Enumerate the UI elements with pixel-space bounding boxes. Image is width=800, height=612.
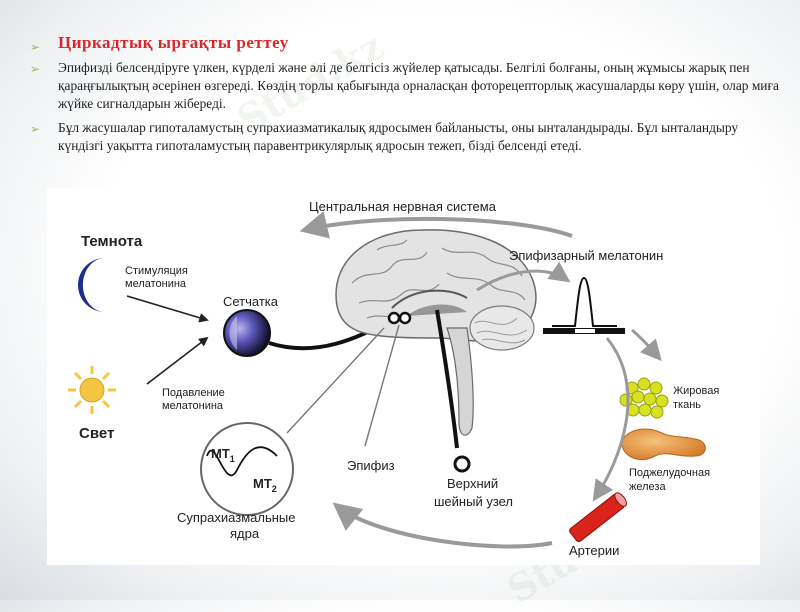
stimulation-label-2: мелатонина <box>125 278 187 290</box>
bullet-arrow-icon: ➢ <box>30 40 41 54</box>
scn-pointer-line <box>286 327 385 434</box>
artery-icon <box>569 492 627 543</box>
ganglion-label-2: шейный узел <box>434 494 513 509</box>
fat-label-2: ткань <box>673 399 701 411</box>
bullet-arrow-icon: ➢ <box>30 122 41 136</box>
to-arteries-arrow <box>592 337 630 502</box>
moon-icon <box>78 258 105 312</box>
bullet-text: Эпифизді белсендіруге үлкен, күрделі жән… <box>58 60 779 111</box>
slide-heading: Циркадтық ырғақты реттеу <box>58 33 289 52</box>
sympathetic-pathway <box>435 309 459 449</box>
fat-label-1: Жировая <box>673 385 719 397</box>
cns-label: Центральная нервная система <box>309 199 497 214</box>
mt-receptor-circle <box>200 422 294 516</box>
ganglion-label-1: Верхний <box>447 476 498 491</box>
melatonin-bar-window <box>575 329 595 333</box>
darkness-label: Темнота <box>81 233 143 250</box>
suppression-label-2: мелатонина <box>162 400 224 412</box>
to-fat-arrow <box>631 328 662 362</box>
bullet-list: ➢ Циркадтық ырғақты реттеу ➢ Эпифизді бе… <box>30 34 780 161</box>
scn-label-2: ядра <box>230 526 260 541</box>
ganglion-icon <box>453 455 471 473</box>
pancreas-label-2: железа <box>629 481 666 493</box>
stimulation-label-1: Стимуляция <box>125 265 188 277</box>
pineal-pointer-line <box>364 324 400 447</box>
light-label: Свет <box>79 425 114 442</box>
suppression-arrow <box>146 336 209 385</box>
brain-icon <box>335 229 537 436</box>
pineal-melatonin-label: Эпифизарный мелатонин <box>509 248 663 263</box>
pineal-output-arrow <box>476 261 571 292</box>
pineal-label: Эпифиз <box>347 458 395 473</box>
diagram-canvas: Темнота Стимуляция мелатонина Свет Подав… <box>68 199 719 558</box>
stimulation-arrow <box>126 295 209 323</box>
mt1-label: MT1 <box>211 446 235 464</box>
bullet-arrow-icon: ➢ <box>30 62 41 76</box>
feedback-arrow <box>332 502 553 549</box>
bullet-text: Бұл жасушалар гипоталамустың супрахиазма… <box>58 120 739 153</box>
fat-cells-icon <box>619 377 669 419</box>
pancreas-label-1: Поджелудочная <box>629 467 710 479</box>
cns-arrow <box>299 211 573 239</box>
bullet-item: ➢ Бұл жасушалар гипоталамустың супрахиаз… <box>30 119 780 155</box>
sun-icon <box>68 366 116 414</box>
arteries-label: Артерии <box>569 543 619 558</box>
retina-label: Сетчатка <box>223 294 279 309</box>
pancreas-icon <box>620 428 706 460</box>
bullet-item: ➢ Эпифизді белсендіруге үлкен, күрделі ж… <box>30 59 780 113</box>
bullet-heading: ➢ Циркадтық ырғақты реттеу <box>30 33 780 55</box>
mt-wave-curve <box>206 446 278 477</box>
mt2-label: MT2 <box>253 476 277 494</box>
suppression-label-1: Подавление <box>162 387 225 399</box>
scn-label-1: Супрахиазмальные <box>177 510 295 525</box>
melatonin-diagram: Темнота Стимуляция мелатонина Свет Подав… <box>47 188 760 565</box>
melatonin-peak-curve <box>552 276 617 327</box>
eye-icon <box>223 309 271 357</box>
